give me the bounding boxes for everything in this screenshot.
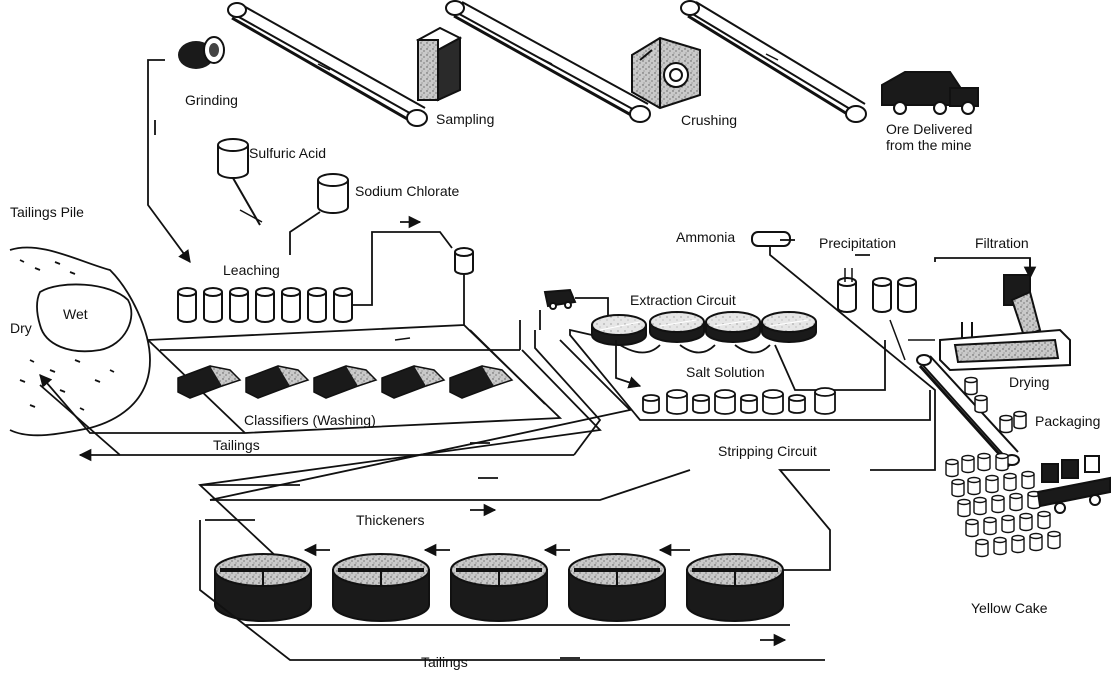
label-yellow-cake: Yellow Cake: [971, 600, 1048, 616]
label-classifiers: Classifiers (Washing): [244, 412, 376, 428]
thickener-tank-icon: [214, 553, 312, 622]
flow-line: [147, 59, 191, 264]
label-salt-solution: Salt Solution: [686, 364, 765, 380]
tailings-pile-icon: [9, 246, 151, 437]
label-packaging: Packaging: [1035, 413, 1101, 429]
label-stripping-circuit: Stripping Circuit: [718, 443, 817, 459]
label-sulfuric-acid: Sulfuric Acid: [249, 145, 327, 161]
label-grinding: Grinding: [185, 92, 238, 108]
label-precipitation: Precipitation: [819, 235, 897, 251]
conveyor-belt-icon: [445, 0, 651, 123]
conveyor-belt-icon: [916, 354, 1020, 468]
label-drying: Drying: [1009, 374, 1050, 390]
stripping-tank-icon: [642, 387, 836, 415]
flow-line: [569, 239, 931, 421]
label-thickeners: Thickeners: [356, 512, 425, 528]
thickener-tank-icon: [568, 553, 666, 622]
precipitation-tank-icon: [837, 277, 917, 313]
label-ammonia: Ammonia: [676, 229, 736, 245]
flow-line: [199, 469, 831, 661]
leaching-tank-icon: [177, 287, 353, 323]
label-ore-delivered: Ore Delivered from the mine: [886, 121, 973, 154]
conveyor-belt-icon: [680, 0, 867, 123]
label-tailings-lower: Tailings: [421, 654, 468, 670]
classifier-icon: [177, 365, 514, 399]
label-sodium-chlorate: Sodium Chlorate: [355, 183, 460, 199]
label-extraction-circuit: Extraction Circuit: [630, 292, 736, 308]
pump-icon: [454, 247, 474, 275]
thickener-tank-icon: [450, 553, 548, 622]
label-wet: Wet: [63, 306, 88, 322]
crusher-icon: [631, 36, 701, 110]
flow-line: [147, 324, 563, 434]
label-sampling: Sampling: [436, 111, 495, 127]
filter-press-icon: [1003, 274, 1042, 338]
grinding-mill-icon: [178, 36, 225, 69]
label-leaching: Leaching: [223, 262, 280, 278]
drum-icon: [964, 376, 1027, 434]
label-dry: Dry: [10, 320, 32, 336]
extraction-cell-icon: [591, 311, 817, 346]
flow-line: [198, 320, 691, 561]
label-tailings-pile: Tailings Pile: [10, 204, 84, 220]
sulfuric-acid-tank-icon: [217, 138, 261, 226]
thickener-tank-icon: [332, 553, 430, 622]
thickener-tank-icon: [686, 553, 784, 622]
dryer-icon: [939, 322, 1071, 372]
sodium-chlorate-tank-icon: [317, 173, 349, 214]
ore-truck-icon: [881, 71, 979, 115]
sampler-icon: [415, 26, 463, 102]
label-filtration: Filtration: [975, 235, 1029, 251]
pump-icon: [543, 288, 577, 310]
label-crushing: Crushing: [681, 112, 738, 128]
drum-icon: [945, 452, 1061, 558]
ammonia-tank-icon: [751, 231, 791, 247]
label-tailings-upper: Tailings: [213, 437, 260, 453]
conveyor-belt-icon: [227, 2, 428, 127]
flow-line: [352, 215, 453, 306]
flatbed-truck-icon: [1036, 455, 1111, 514]
